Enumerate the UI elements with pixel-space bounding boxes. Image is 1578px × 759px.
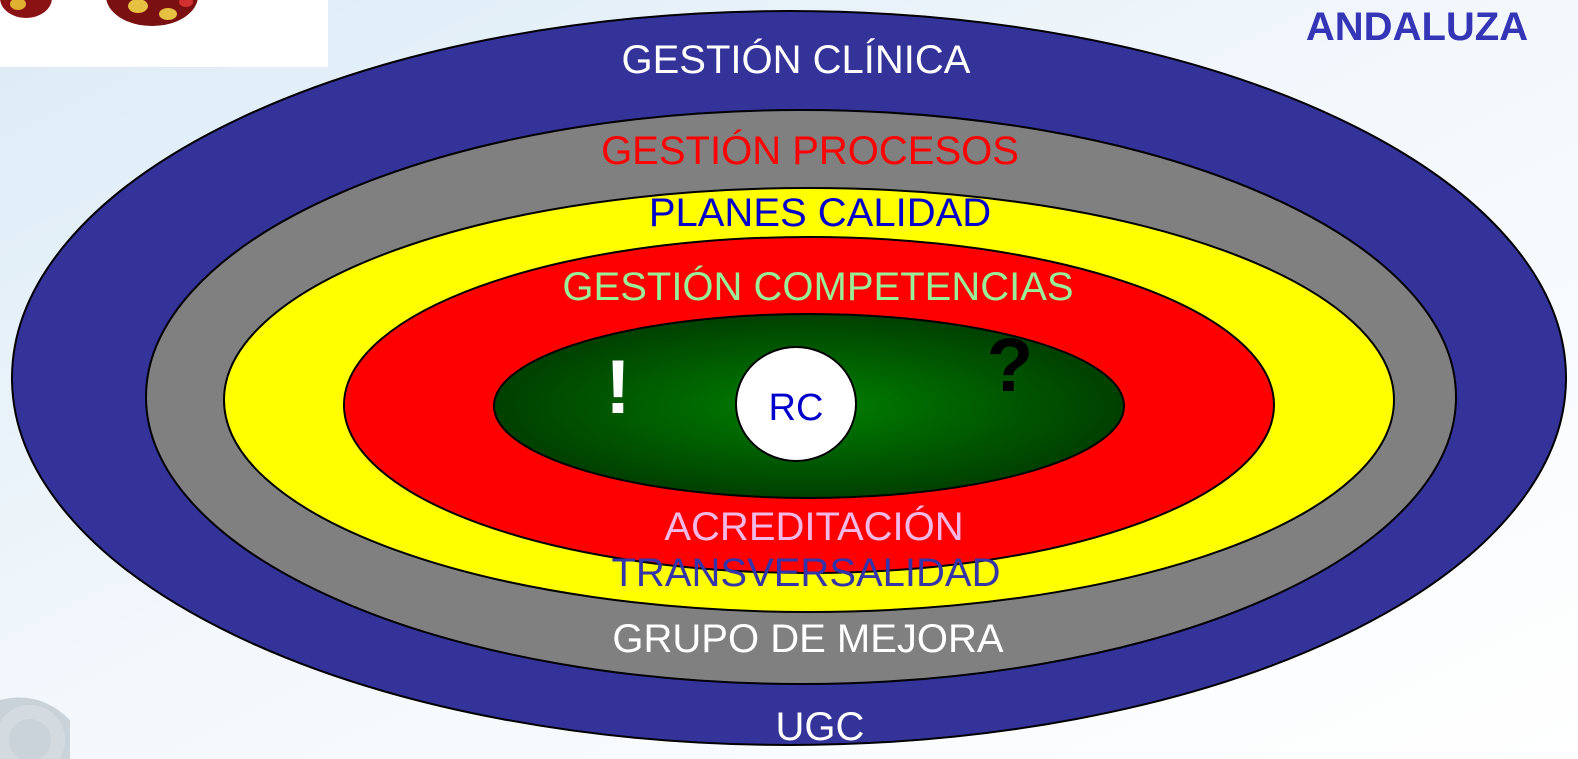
question-mark: ? [987,323,1033,408]
exclamation-mark: ! [605,345,630,430]
center-label-rc: RC [769,387,824,429]
label-gestion-clinica: GESTIÓN CLÍNICA [622,37,971,82]
label-ugc: UGC [776,705,865,749]
label-planes-calidad: PLANES CALIDAD [649,191,991,235]
center-circle-rc [735,346,857,462]
label-gestion-procesos: GESTIÓN PROCESOS [601,128,1019,173]
label-acreditacion: ACREDITACIÓN [664,504,963,549]
watermark-shape [0,697,70,759]
label-grupo-de-mejora: GRUPO DE MEJORA [612,617,1003,661]
label-transversalidad: TRANSVERSALIDAD [612,551,1001,595]
header-title-andaluza: ANDALUZA [1306,5,1528,49]
label-gestion-competencias: GESTIÓN COMPETENCIAS [562,264,1073,309]
logo-image [0,0,198,26]
